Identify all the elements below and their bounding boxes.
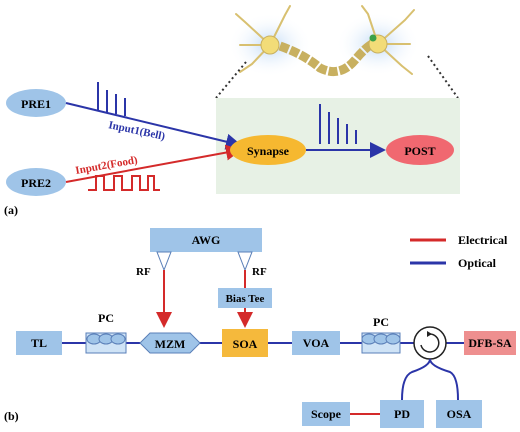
dfb-sa-label: DFB-SA — [468, 336, 512, 350]
voa-label: VOA — [303, 336, 330, 350]
mzm-box — [139, 332, 201, 354]
output-spikes — [319, 104, 357, 144]
input1-arrow — [65, 102, 242, 150]
input2-pulses — [88, 175, 160, 191]
input1-spikes — [97, 82, 126, 116]
pre1-label: PRE1 — [21, 97, 51, 111]
rf-left-triangle — [156, 251, 172, 272]
input1-label: Input1(Bell) — [107, 119, 166, 143]
mzm-label: MZM — [155, 337, 186, 351]
tl-label: TL — [31, 336, 47, 350]
neuron-illustration — [228, 5, 420, 77]
panel-a: PRE1 PRE2 Input1(Bell) Input2(Food) Syna… — [4, 5, 460, 217]
scope-box — [302, 402, 350, 426]
rf-right-triangle — [237, 251, 253, 272]
pd-label: PD — [394, 407, 410, 421]
post-label: POST — [404, 144, 435, 158]
pre1-node — [6, 89, 66, 117]
zoom-line-right — [427, 55, 459, 99]
synapse-node — [230, 135, 306, 165]
rf-right-label: RF — [252, 266, 267, 278]
pc-right-icon — [361, 332, 401, 354]
pd-box — [380, 400, 424, 428]
pre2-node — [6, 168, 66, 196]
optical-circulator-pd — [401, 358, 431, 401]
bias-tee-box — [218, 288, 272, 308]
legend-electrical-label: Electrical — [458, 233, 508, 247]
optical-circulator-osa — [429, 358, 459, 401]
osa-box — [436, 400, 482, 428]
tl-box — [16, 331, 62, 355]
panel-b: Electrical Optical AWG RF RF Bias Tee TL… — [4, 228, 516, 428]
legend-optical-label: Optical — [458, 256, 497, 270]
pc-right-label: PC — [373, 315, 389, 329]
awg-label: AWG — [192, 233, 221, 247]
voa-box — [292, 331, 340, 355]
rf-left-label: RF — [136, 266, 151, 278]
panel-b-label: (b) — [4, 409, 19, 423]
soa-label: SOA — [233, 337, 258, 351]
dfb-sa-box — [464, 331, 516, 355]
pc-left-label: PC — [98, 311, 114, 325]
post-node — [386, 135, 454, 165]
panel-a-label: (a) — [4, 203, 18, 217]
scope-label: Scope — [311, 407, 342, 421]
awg-box — [150, 228, 262, 252]
synapse-label: Synapse — [247, 144, 290, 158]
pc-left-icon — [85, 332, 127, 354]
soa-box — [222, 329, 268, 357]
circulator-icon — [413, 326, 447, 360]
osa-label: OSA — [447, 407, 472, 421]
bias-tee-label: Bias Tee — [226, 293, 265, 305]
pre2-label: PRE2 — [21, 176, 51, 190]
